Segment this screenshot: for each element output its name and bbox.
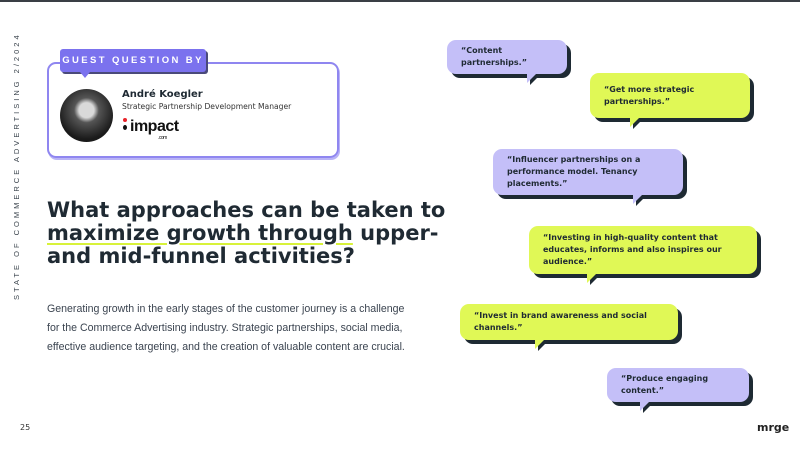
title-highlight: maximize growth through [47, 221, 353, 245]
side-label: STATE OF COMMERCE ADVERTISING 2/2024 [12, 32, 21, 300]
intro-paragraph: Generating growth in the early stages of… [47, 303, 405, 353]
page-number: 25 [20, 423, 31, 432]
answer-bubble: “Get more strategic partnerships.” [590, 73, 750, 118]
avatar [60, 89, 113, 142]
answer-bubble: “Content partnerships.” [447, 40, 567, 74]
answer-bubble: “Investing in high-quality content that … [529, 226, 757, 274]
page-title: What approaches can be taken to maximize… [47, 198, 446, 268]
top-divider [0, 0, 800, 2]
guest-badge: GUEST QUESTION BY [60, 49, 206, 78]
impact-logo: impact.com [122, 118, 179, 141]
answer-bubble: “Invest in brand awareness and social ch… [460, 304, 678, 340]
answer-bubble: “Influencer partnerships on a performanc… [493, 149, 683, 195]
guest-name: André Koegler [122, 89, 203, 100]
answer-bubble: “Produce engaging content.” [607, 368, 749, 402]
brand-logo: mrge [757, 421, 790, 434]
guest-role: Strategic Partnership Development Manage… [122, 102, 292, 111]
